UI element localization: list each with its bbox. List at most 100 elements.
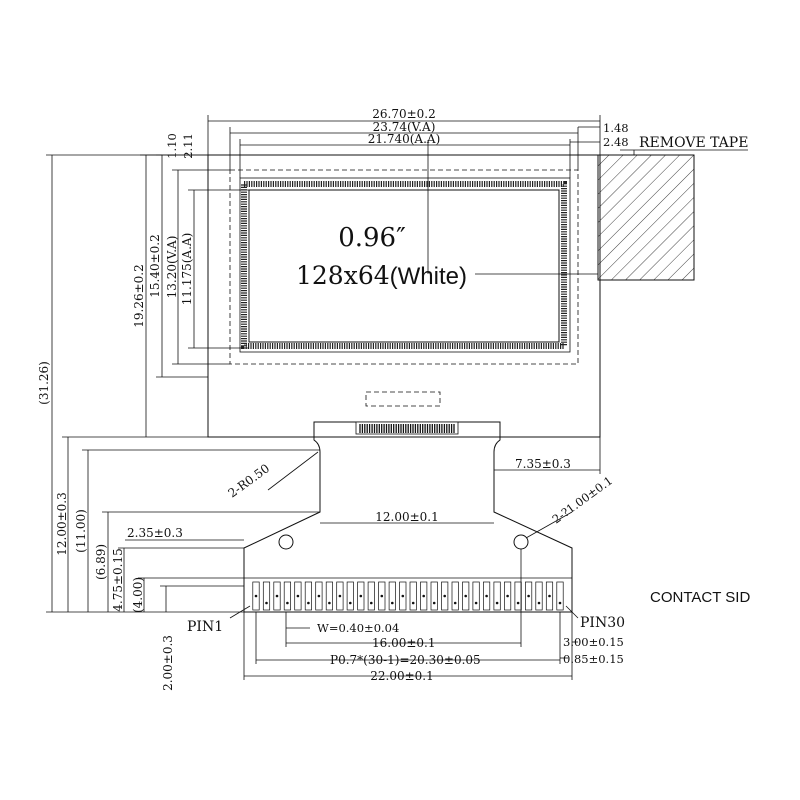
pin-via xyxy=(548,594,551,598)
dim-fpc-length: 12.00±0.3 xyxy=(55,492,69,556)
dim-fpc-475: 4.75±0.15 xyxy=(111,548,125,612)
pin-via xyxy=(453,601,457,605)
pin-via xyxy=(380,594,384,598)
dim-fpc-11: (11.00) xyxy=(74,509,88,553)
pin-via xyxy=(432,601,436,605)
pin-via xyxy=(495,601,499,605)
dim-panel-height: 19.26±0.2 xyxy=(132,264,146,328)
pin-via xyxy=(254,594,258,598)
pin-via xyxy=(537,601,541,605)
contact-pin xyxy=(283,581,291,611)
bond-pad-row xyxy=(359,424,455,433)
dim-shoulder: 2.35±0.3 xyxy=(127,526,183,540)
contact-pin xyxy=(451,581,459,611)
contact-pin xyxy=(472,581,480,611)
dim-fpc-400: (4.00) xyxy=(131,577,145,613)
contact-pin xyxy=(388,581,396,611)
display-resolution: 128x64(White) xyxy=(296,261,467,290)
contact-side-label: CONTACT SID xyxy=(650,589,750,606)
pin-via xyxy=(296,594,300,598)
remove-tape-area xyxy=(597,154,695,281)
pin-via xyxy=(328,601,331,605)
pin-via xyxy=(464,594,468,598)
pin-via xyxy=(558,601,562,605)
contact-pin xyxy=(409,581,417,611)
dim-total-height: (31.26) xyxy=(37,361,51,405)
dim-neck-width: 12.00±0.1 xyxy=(375,510,439,524)
dim-radius: 2-R0.50 xyxy=(226,461,273,500)
pin-via xyxy=(307,601,310,605)
active-area xyxy=(248,189,560,343)
contact-pin xyxy=(420,581,428,611)
dim-view-area-height: 13.20(V.A) xyxy=(165,236,179,299)
pin-via xyxy=(516,601,520,605)
dim-right-148: 1.48 xyxy=(603,121,629,135)
dim-fpc-200: 2.00±0.3 xyxy=(161,635,175,691)
contact-pin xyxy=(399,581,407,611)
active-area-border xyxy=(241,181,567,349)
contact-pin xyxy=(315,581,323,611)
dim-offset-110: 1.10 xyxy=(165,133,179,159)
pin-via xyxy=(401,594,405,598)
contact-pin xyxy=(493,581,501,611)
glass-panel xyxy=(207,154,601,438)
pin1-label: PIN1 xyxy=(187,619,223,635)
dim-glass-height: 15.40±0.2 xyxy=(148,234,162,298)
pin-via xyxy=(286,601,289,605)
dot-area-outline xyxy=(239,177,571,353)
alignment-hole-left xyxy=(278,534,294,550)
pin-via xyxy=(370,601,373,605)
contact-pin xyxy=(262,581,271,611)
contact-pin xyxy=(367,581,375,611)
alignment-hole-right xyxy=(513,534,529,550)
contact-pin xyxy=(357,581,365,611)
contact-pin xyxy=(535,581,543,611)
ic-outline xyxy=(365,391,441,407)
pin-via xyxy=(349,601,352,605)
pin-via xyxy=(265,601,268,605)
pin-via xyxy=(443,594,447,598)
dim-tail-width: 22.00±0.1 xyxy=(370,669,434,683)
contact-pin xyxy=(525,581,533,611)
fpc-dimensions: 12.00±0.1 2.35±0.3 7.35±0.3 2-R0.50 2-?1… xyxy=(125,437,624,683)
remove-tape-label: REMOVE TAPE xyxy=(639,135,748,151)
contact-pin xyxy=(462,581,470,611)
dim-hole: 2-?1.00±0.1 xyxy=(550,473,616,526)
contact-pin xyxy=(556,581,564,611)
view-area-outline xyxy=(229,169,579,365)
pin-via xyxy=(338,594,342,598)
dim-active-area-width: 21.740(A.A) xyxy=(368,132,441,146)
top-dimensions: 26.70±0.2 23.74(V.A) 21.740(A.A) 1.48 2.… xyxy=(207,107,629,178)
dim-right-248: 2.48 xyxy=(603,135,629,149)
dim-right-offset: 7.35±0.3 xyxy=(515,457,571,471)
dim-pin-pitch: P0.7*(30-1)=20.30±0.05 xyxy=(330,653,481,667)
pin-via xyxy=(275,594,279,598)
pin-via xyxy=(527,594,530,598)
dim-hole-pitch: 16.00±0.1 xyxy=(372,636,436,650)
left-dimensions: (31.26) 19.26±0.2 15.40±0.2 13.20(V.A) 1… xyxy=(37,133,320,691)
contact-pin xyxy=(346,581,354,611)
contact-pin xyxy=(378,581,386,611)
pin-via xyxy=(317,594,321,598)
contact-pin xyxy=(325,581,333,611)
contact-pin xyxy=(430,581,438,611)
pin-via xyxy=(506,594,509,598)
contact-pin xyxy=(545,581,554,611)
dim-hole-edge: 3.00±0.15 xyxy=(563,635,624,649)
dim-offset-211: 2.11 xyxy=(181,133,195,159)
contact-pin xyxy=(336,581,344,611)
contact-pins xyxy=(252,581,564,611)
contact-pin xyxy=(294,581,302,611)
contact-pin xyxy=(514,581,522,611)
pin-via xyxy=(359,594,363,598)
contact-pin xyxy=(483,581,491,611)
contact-pin xyxy=(252,581,260,611)
pin-via xyxy=(485,594,488,598)
contact-pin xyxy=(273,581,281,611)
fpc-tail xyxy=(243,421,573,613)
dim-view-area-width: 23.74(V.A) xyxy=(373,120,436,134)
contact-pin xyxy=(304,581,312,611)
contact-pin xyxy=(441,581,449,611)
display-size: 0.96″ xyxy=(338,223,406,253)
